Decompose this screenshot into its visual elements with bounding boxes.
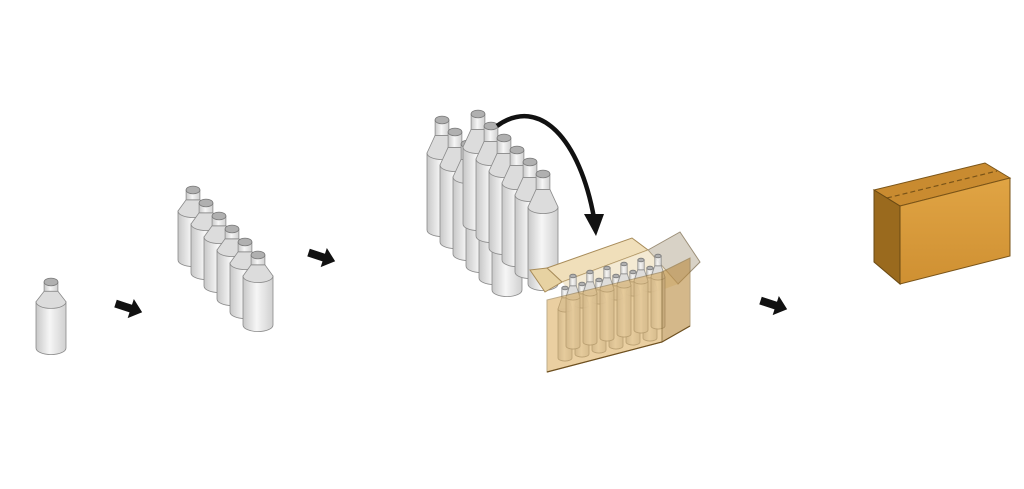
sealed-carton [872,162,1012,286]
curved-arrow-icon [495,113,597,219]
arrow-icon [759,296,788,316]
bottle-icon [242,250,274,332]
single-bottle [35,277,67,355]
curved-arrow-head-icon [584,214,604,236]
bottle-icon [35,277,67,355]
arrow-icon [114,299,143,319]
arrow-icon [307,248,336,268]
bottle-row [177,185,274,332]
open-carton [529,231,701,373]
